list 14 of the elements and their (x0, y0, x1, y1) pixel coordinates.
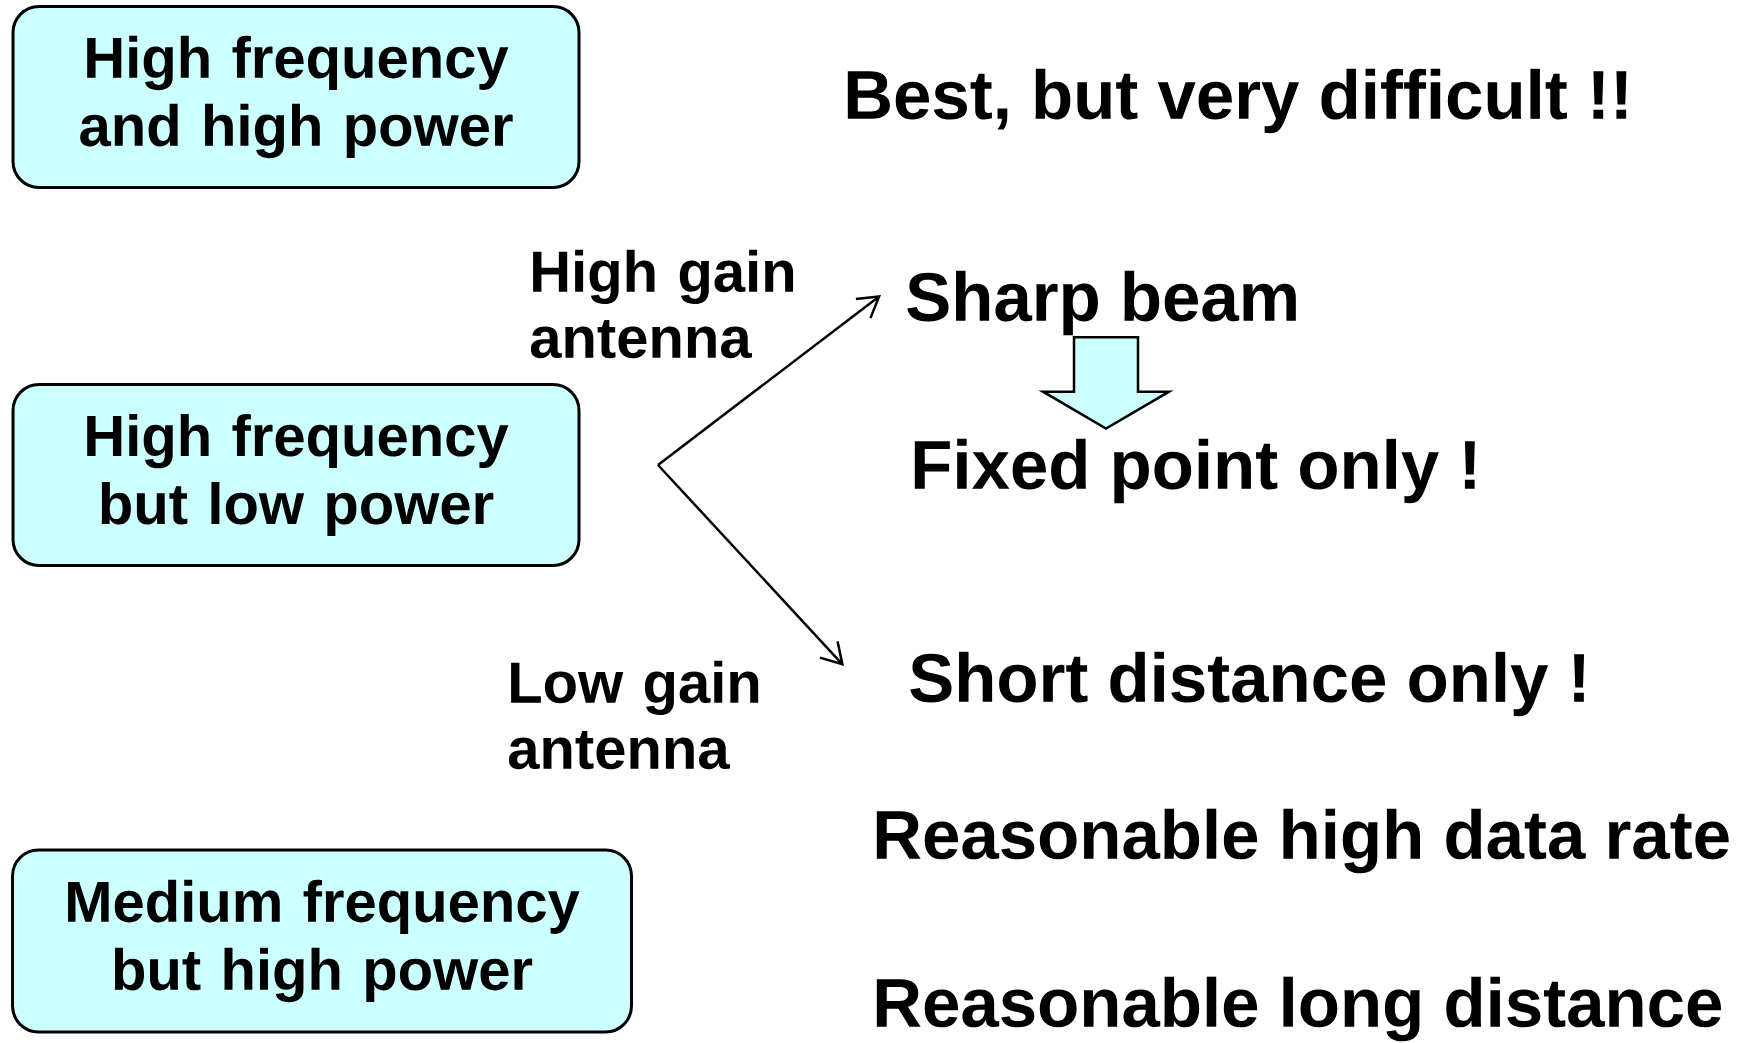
statement-text: Reasonable long distance (876, 976, 1722, 1042)
rounded-box: High frequency but low power (11, 383, 581, 567)
statement-text: Best, but very difficult !! (847, 68, 1627, 134)
statement-text: Reasonable high data rate (876, 808, 1729, 874)
result-text: Fixed point only ! (914, 438, 1475, 504)
edge-label: Low gain antenna (508, 660, 759, 770)
rounded-box: High frequency and high power (11, 5, 581, 189)
result-text: Sharp beam (907, 270, 1296, 336)
block-arrow (1038, 336, 1174, 431)
result-text: Short distance only ! (910, 651, 1585, 717)
edge-label: High gain antenna (530, 249, 794, 359)
arrow (657, 295, 881, 466)
arrow (657, 464, 844, 666)
rounded-box: Medium frequency but high power (11, 848, 633, 1034)
